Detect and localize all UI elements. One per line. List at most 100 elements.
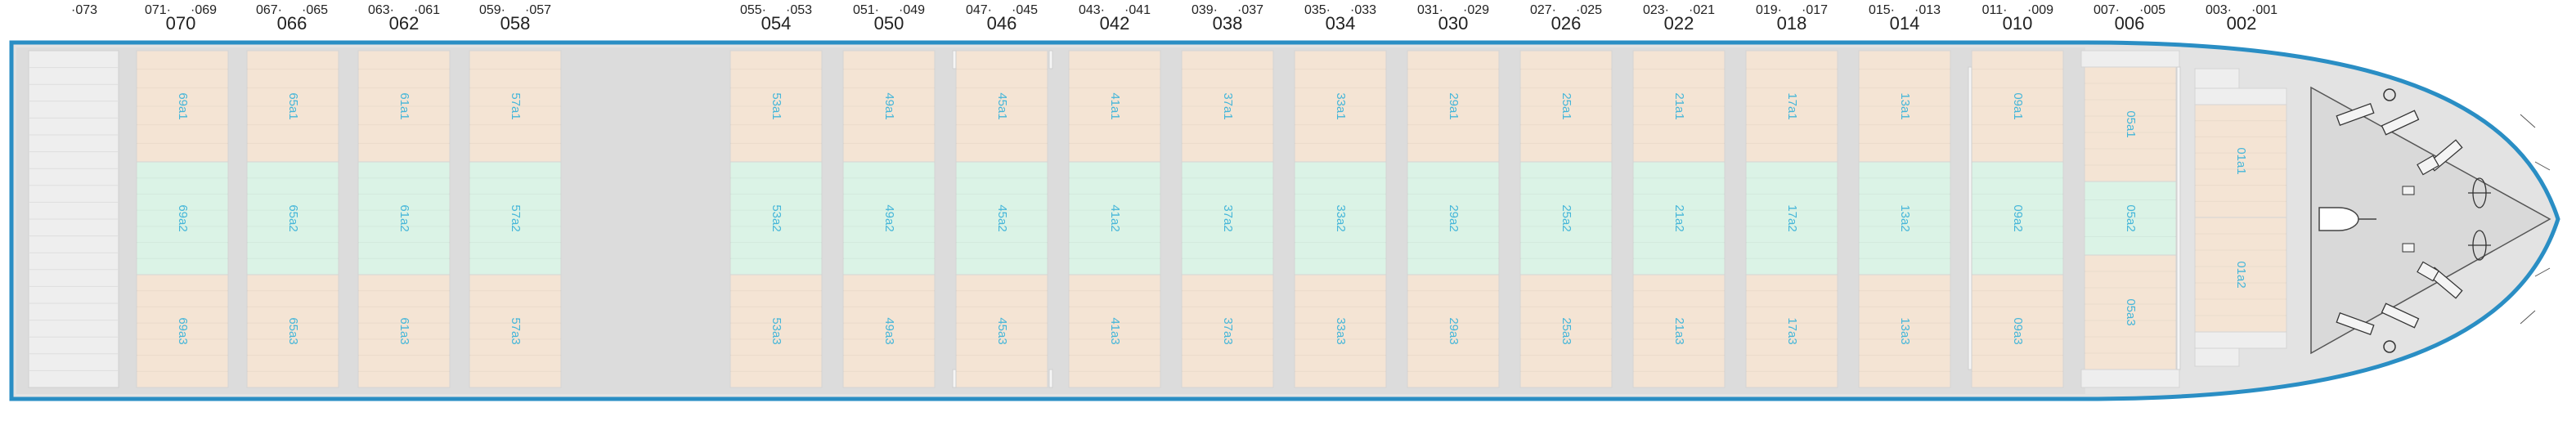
bay-number-034: 034: [1326, 13, 1356, 34]
bay-header-073: ·073: [71, 3, 97, 17]
hawse-pipe-top: [2383, 88, 2396, 101]
slot-label-29a1: 29a1: [1447, 92, 1461, 119]
slot-21a3: [1632, 274, 1726, 388]
slot-01a2: [2194, 217, 2287, 333]
bay-sub-left: 039·: [1192, 3, 1218, 17]
bay-number-010: 010: [2003, 13, 2033, 34]
bay-number-058: 058: [500, 13, 531, 34]
slot-45a2: [955, 161, 1048, 275]
slot-05a3: [2084, 254, 2177, 370]
slot-label-61a3: 61a3: [397, 317, 411, 344]
slot-53a2: [729, 161, 823, 275]
bay-sub-left: 027·: [1530, 3, 1556, 17]
slot-label-53a3: 53a3: [770, 317, 783, 344]
slot-label-09a1: 09a1: [2011, 92, 2025, 119]
slot-05a1: [2084, 66, 2177, 182]
slot-label-21a1: 21a1: [1672, 92, 1686, 119]
slot-label-17a2: 17a2: [1785, 204, 1799, 231]
hawse-pipe-bottom: [2383, 340, 2396, 353]
slot-33a3: [1294, 274, 1387, 388]
bow-section-line: [2534, 161, 2551, 171]
hatch-mark: [952, 50, 957, 69]
bay-sub-right: ·013: [1914, 3, 1941, 17]
slots-layer: 69a169a269a365a165a265a361a161a261a357a1…: [28, 50, 2287, 388]
slot-label-69a2: 69a2: [176, 204, 190, 231]
bay-sub-right: ·029: [1463, 3, 1489, 17]
slot-33a1: [1294, 50, 1387, 163]
slot-29a1: [1407, 50, 1500, 163]
slot-cap-top: [2080, 50, 2180, 68]
bay-sub-left: 023·: [1643, 3, 1669, 17]
header-labels: ·073070071··069066067··065062063··061058…: [71, 3, 2278, 34]
slot-45a3: [955, 274, 1048, 388]
slot-label-37a2: 37a2: [1221, 204, 1235, 231]
bay-sub-right: ·005: [2139, 3, 2165, 17]
slot-label-21a2: 21a2: [1672, 204, 1686, 231]
slot-69a3: [136, 274, 229, 388]
slot-13a3: [1858, 274, 1951, 388]
bay-sub-left: 011·: [1982, 3, 2008, 17]
bay-sub-right: ·049: [899, 3, 925, 17]
bay-sub-right: ·061: [414, 3, 440, 17]
slot-cap-top-small: [2194, 68, 2240, 89]
hatch-mark: [2176, 66, 2181, 370]
hatch-mark: [1048, 50, 1053, 69]
slot-61a1: [357, 50, 451, 163]
bay-number-038: 038: [1213, 13, 1243, 34]
bay-sub-left: 015·: [1869, 3, 1895, 17]
slot-label-57a2: 57a2: [509, 204, 523, 231]
bay-number-006: 006: [2115, 13, 2145, 34]
slot-37a1: [1181, 50, 1274, 163]
bay-sub-left: 035·: [1304, 3, 1331, 17]
slot-37a2: [1181, 161, 1274, 275]
bay-number-066: 066: [277, 13, 307, 34]
slot-label-41a3: 41a3: [1108, 317, 1122, 344]
slot-label-21a3: 21a3: [1672, 317, 1686, 344]
slot-25a1: [1519, 50, 1613, 163]
bay-sub-left: 003·: [2206, 3, 2232, 17]
bay-sub-left: 055·: [740, 3, 766, 17]
windlass: [2381, 110, 2420, 136]
bay-sub-right: ·057: [525, 3, 551, 17]
slot-cap-top: [2194, 87, 2287, 105]
slot-65a2: [246, 161, 339, 275]
slot-label-57a3: 57a3: [509, 317, 523, 344]
slot-09a1: [1971, 50, 2064, 163]
slot-37a3: [1181, 274, 1274, 388]
bay-number-042: 042: [1100, 13, 1130, 34]
slot-49a3: [842, 274, 936, 388]
slot-61a3: [357, 274, 451, 388]
slot-label-45a2: 45a2: [995, 204, 1009, 231]
slot-label-45a3: 45a3: [995, 317, 1009, 344]
bow-section-line: [2520, 310, 2536, 325]
slot-label-49a3: 49a3: [882, 317, 896, 344]
bay-sub-right: ·041: [1124, 3, 1151, 17]
slot-label-41a1: 41a1: [1108, 92, 1122, 119]
slot-21a2: [1632, 161, 1726, 275]
bay-sub-right: ·033: [1350, 3, 1376, 17]
bay-sub-right: ·009: [2027, 3, 2053, 17]
slot-label-17a3: 17a3: [1785, 317, 1799, 344]
slot-label-09a2: 09a2: [2011, 204, 2025, 231]
hatch-marks: [952, 50, 2181, 388]
slot-label-25a1: 25a1: [1560, 92, 1573, 119]
